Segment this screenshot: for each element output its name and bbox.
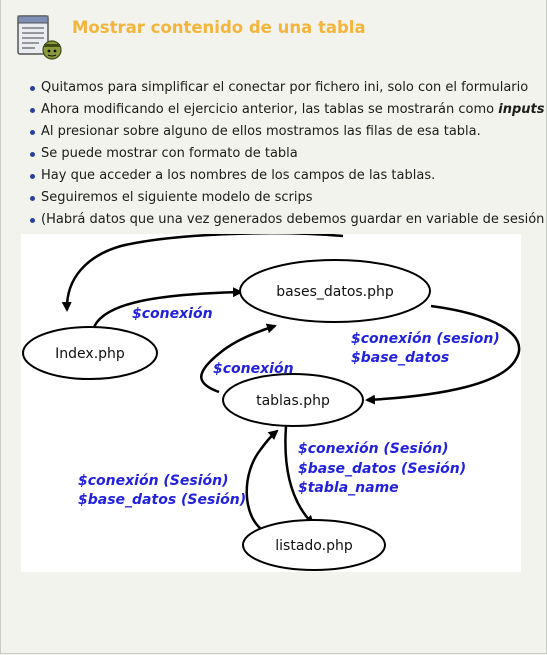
list-item-text: Ahora modificando el ejercicio anterior,…: [41, 102, 499, 117]
node-bases-datos-label: bases_datos.php: [276, 284, 394, 300]
edge-bases-to-index: [61, 234, 344, 312]
edge-bases-to-tablas: [365, 304, 521, 405]
list-item: Hay que acceder a los nombres de los cam…: [28, 166, 538, 188]
page-title: Mostrar contenido de una tabla: [72, 18, 366, 37]
bullet-icon: [30, 174, 35, 179]
edge-label-listado-to-tablas-2: $base_datos (Sesión): [78, 492, 246, 508]
notepad-with-character-icon: [15, 12, 65, 62]
node-bases-datos: bases_datos.php: [239, 259, 431, 323]
edge-label-bases-to-tablas-1: $conexión (sesion): [351, 331, 500, 347]
edge-label-tablas-to-bases: $conexión: [213, 361, 294, 377]
node-listado-label: listado.php: [275, 538, 353, 554]
list-item-text: Seguiremos el siguiente modelo de scrips: [41, 190, 313, 205]
bullet-icon: [30, 218, 35, 223]
node-index: Index.php: [22, 326, 158, 380]
node-index-label: Index.php: [55, 346, 125, 362]
list-item: Se puede mostrar con formato de tabla: [28, 144, 538, 166]
edge-listado-to-tablas: [245, 429, 279, 530]
list-item-text: Al presionar sobre alguno de ellos mostr…: [41, 124, 481, 139]
list-item: Ahora modificando el ejercicio anterior,…: [28, 100, 544, 122]
edge-label-tablas-to-listado-1: $conexión (Sesión): [298, 441, 449, 457]
bullet-icon: [30, 196, 35, 201]
list-item-text: Se puede mostrar con formato de tabla: [41, 146, 298, 161]
node-listado: listado.php: [242, 519, 386, 571]
edge-label-bases-to-tablas-2: $base_datos: [351, 350, 449, 366]
list-item: Al presionar sobre alguno de ellos mostr…: [28, 122, 538, 144]
bullet-icon: [30, 86, 35, 91]
edge-label-index-to-bases: $conexión: [132, 306, 213, 322]
list-item: Seguiremos el siguiente modelo de scrips: [28, 188, 538, 210]
edge-label-tablas-to-listado-2: $base_datos (Sesión): [298, 461, 466, 477]
flow-diagram: Index.php bases_datos.php tablas.php lis…: [21, 234, 521, 572]
edge-tablas-to-listado: [284, 425, 315, 526]
list-item-emphasis: inputs: [498, 102, 545, 117]
list-item-text: (Habrá datos que una vez generados debem…: [41, 212, 545, 227]
edge-tablas-to-bases: [200, 323, 277, 394]
list-item: Quitamos para simplificar el conectar po…: [28, 78, 538, 100]
flow-diagram-svg: Index.php bases_datos.php tablas.php lis…: [22, 234, 521, 571]
bullet-list: Quitamos para simplificar el conectar po…: [28, 78, 544, 232]
bullet-icon: [30, 130, 35, 135]
node-tablas: tablas.php: [222, 373, 364, 427]
list-item: (Habrá datos que una vez generados debem…: [28, 210, 544, 232]
list-item-text: Quitamos para simplificar el conectar po…: [41, 80, 529, 95]
edge-index-to-bases: [91, 287, 243, 331]
node-tablas-label: tablas.php: [256, 393, 330, 409]
edge-label-tablas-to-listado-3: $tabla_name: [298, 480, 399, 496]
bullet-icon: [30, 108, 35, 113]
bullet-icon: [30, 152, 35, 157]
list-item-text: Hay que acceder a los nombres de los cam…: [41, 168, 436, 183]
edge-label-listado-to-tablas-1: $conexión (Sesión): [78, 473, 229, 489]
